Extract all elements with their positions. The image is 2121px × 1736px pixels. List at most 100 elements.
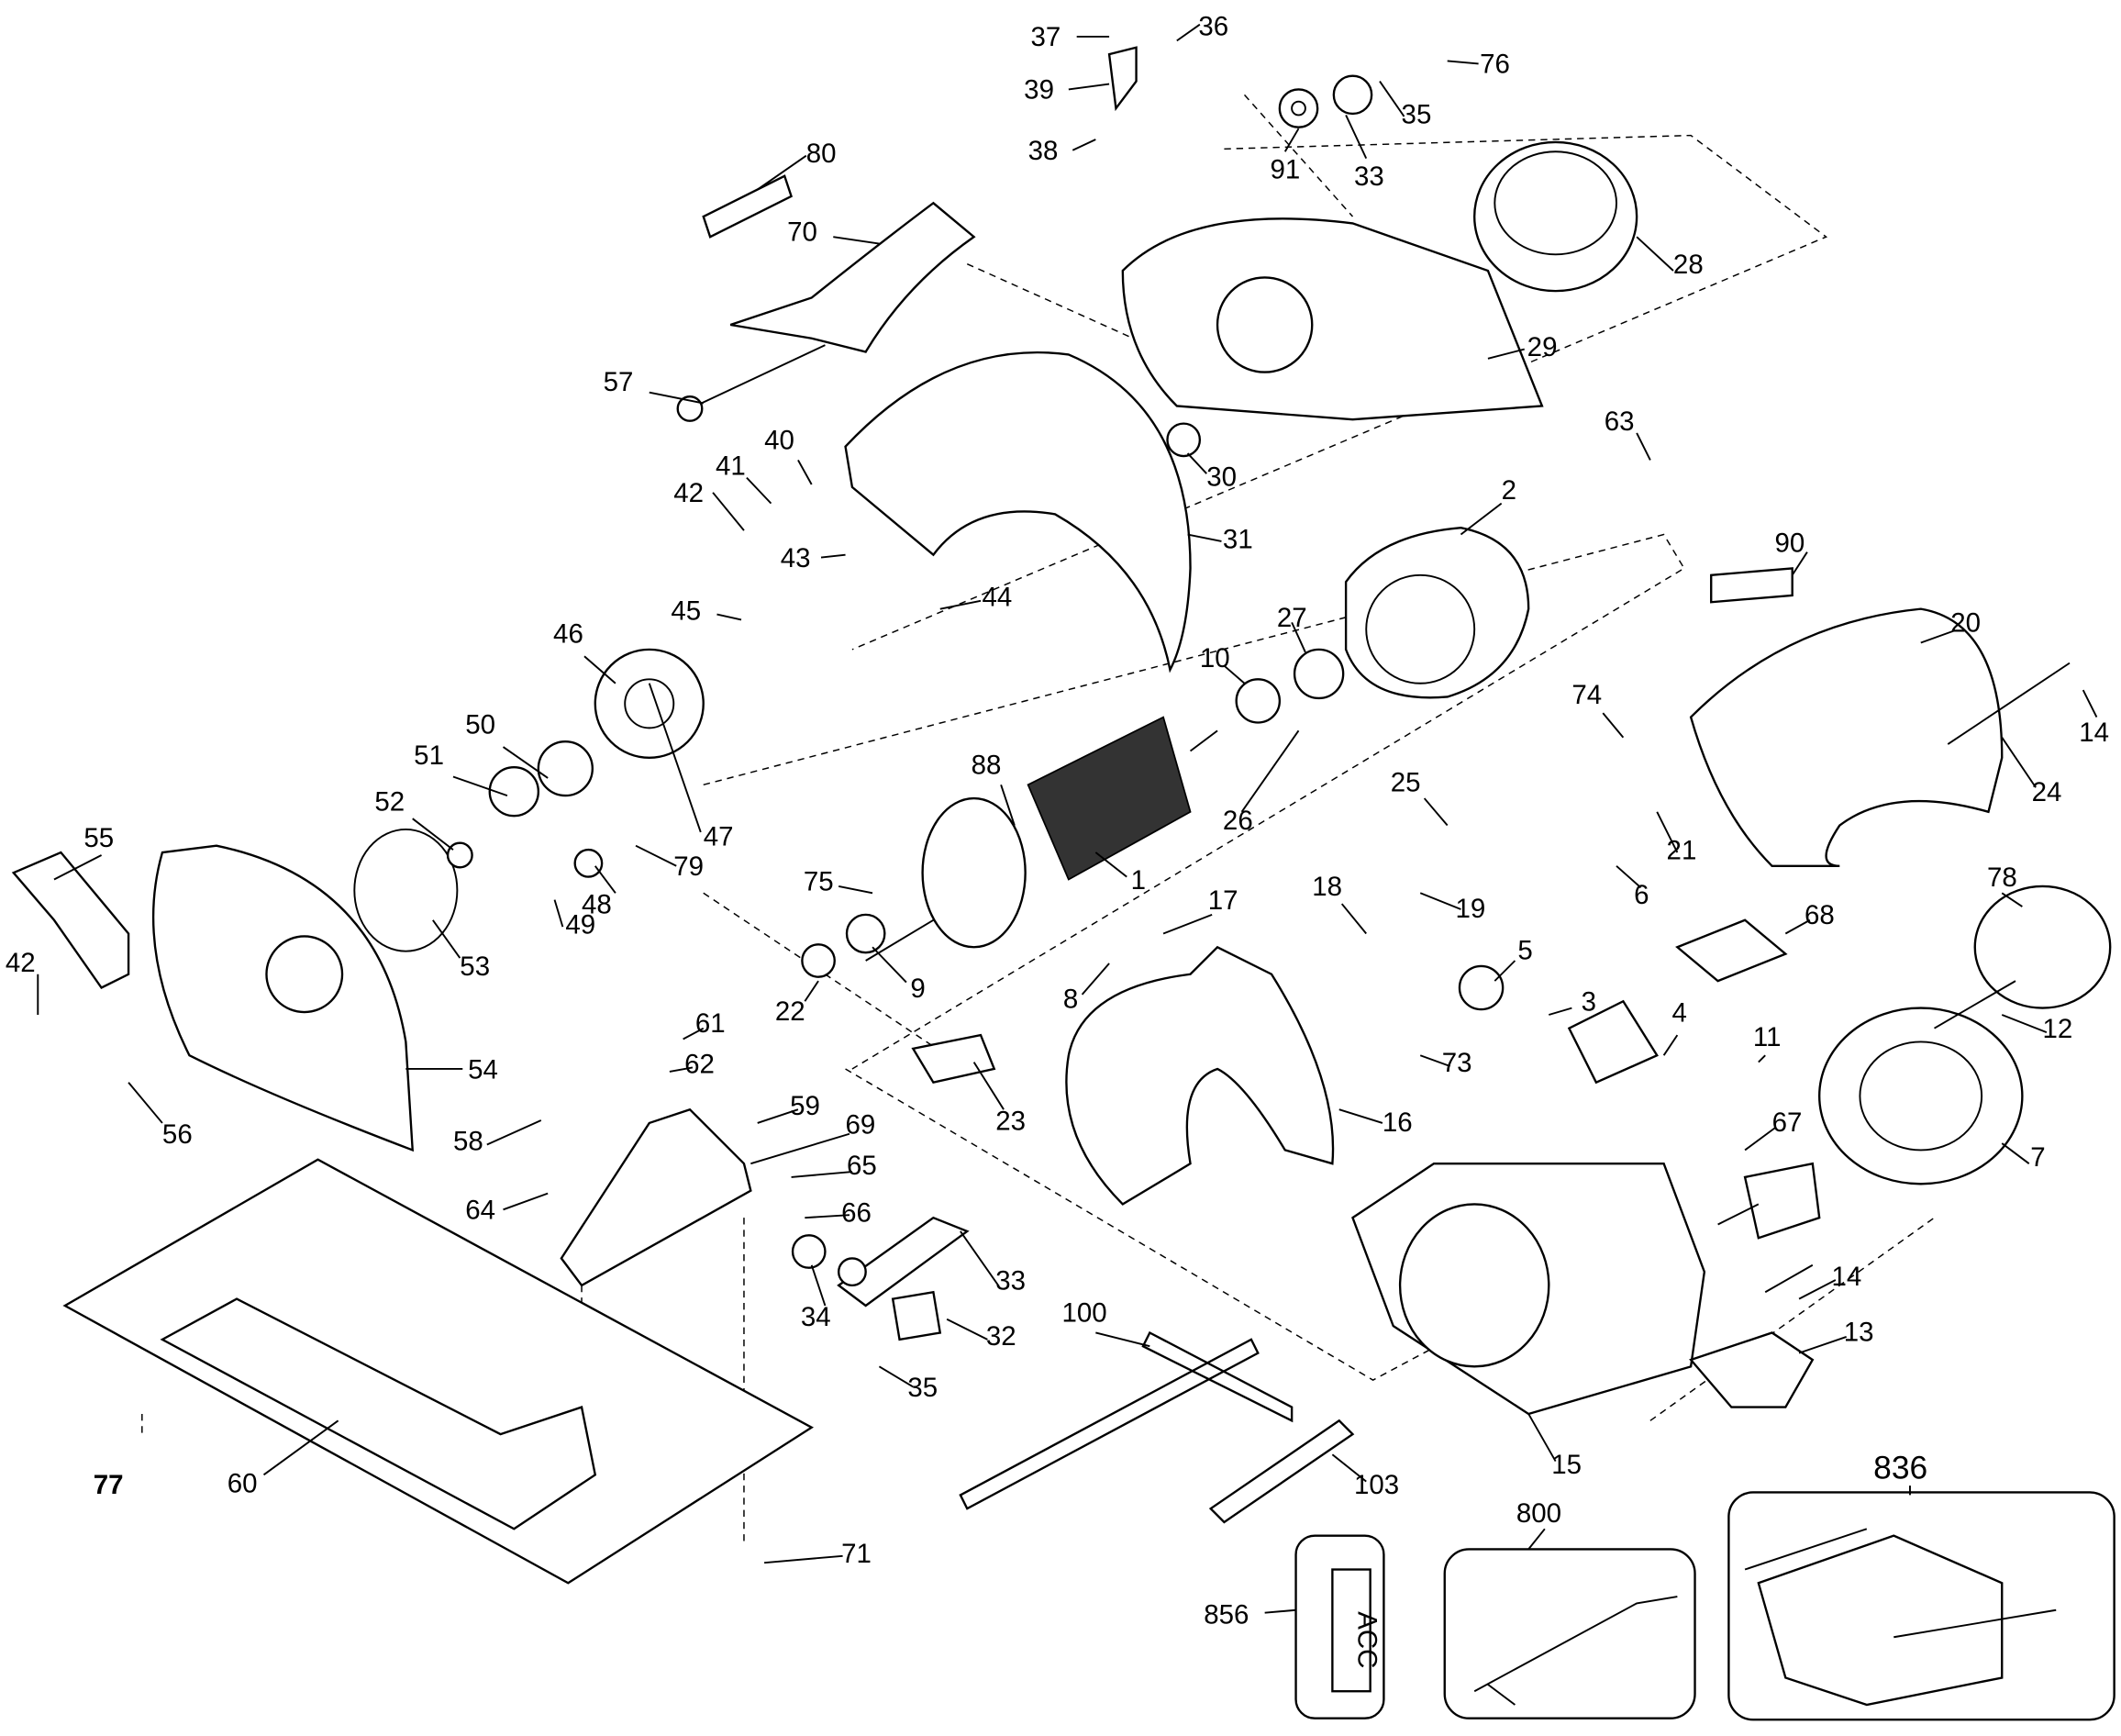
callout-33-bottom: 33 bbox=[995, 1265, 1026, 1296]
callout-53: 53 bbox=[460, 951, 490, 982]
callout-27: 27 bbox=[1277, 603, 1307, 633]
callout-7: 7 bbox=[2030, 1142, 2045, 1173]
leader-lines bbox=[37, 23, 2098, 1614]
callout-37: 37 bbox=[1031, 22, 1061, 52]
callout-35-top: 35 bbox=[1402, 99, 1432, 129]
part-rear-handle bbox=[1689, 607, 2004, 867]
callout-60: 60 bbox=[228, 1468, 258, 1498]
callout-3: 3 bbox=[1582, 987, 1596, 1018]
callout-44: 44 bbox=[982, 583, 1012, 613]
callout-22: 22 bbox=[775, 996, 805, 1027]
callout-78: 78 bbox=[1987, 862, 2017, 893]
callout-20: 20 bbox=[1950, 608, 1981, 639]
callout-80: 80 bbox=[806, 139, 837, 169]
callout-50: 50 bbox=[465, 709, 495, 740]
callout-16: 16 bbox=[1383, 1107, 1413, 1138]
part-field bbox=[1344, 526, 1530, 699]
callout-6: 6 bbox=[1634, 880, 1649, 910]
callout-55: 55 bbox=[83, 823, 114, 853]
callout-28: 28 bbox=[1673, 250, 1704, 280]
callout-88: 88 bbox=[972, 751, 1002, 781]
callout-11: 11 bbox=[1753, 1022, 1782, 1052]
callout-21: 21 bbox=[1667, 835, 1697, 865]
callout-74: 74 bbox=[1571, 680, 1602, 710]
callout-17: 17 bbox=[1208, 885, 1238, 916]
callout-13: 13 bbox=[1844, 1317, 1874, 1347]
callout-14-top: 14 bbox=[2079, 718, 2109, 748]
callout-70: 70 bbox=[787, 217, 817, 248]
callout-8: 8 bbox=[1063, 985, 1078, 1015]
callout-10: 10 bbox=[1200, 643, 1230, 673]
part-ring bbox=[1473, 140, 1638, 293]
callout-856: 856 bbox=[1204, 1600, 1249, 1630]
callout-46: 46 bbox=[553, 618, 583, 649]
callout-65: 65 bbox=[847, 1151, 877, 1181]
callout-800: 800 bbox=[1516, 1498, 1561, 1529]
callout-47: 47 bbox=[704, 822, 734, 852]
callout-66: 66 bbox=[841, 1198, 872, 1229]
part-small-components bbox=[353, 46, 2112, 1408]
kit-label-text: ACC bbox=[1351, 1611, 1382, 1668]
callout-34: 34 bbox=[801, 1302, 831, 1332]
callout-labels: 37 36 39 38 80 70 57 42 41 40 43 45 44 4… bbox=[6, 11, 2109, 1630]
callout-45: 45 bbox=[671, 595, 701, 626]
callout-71: 71 bbox=[841, 1539, 872, 1569]
callout-38: 38 bbox=[1028, 136, 1059, 166]
callout-4: 4 bbox=[1671, 997, 1686, 1028]
callout-54: 54 bbox=[468, 1054, 498, 1085]
callout-59: 59 bbox=[790, 1091, 820, 1121]
callout-18: 18 bbox=[1312, 872, 1342, 902]
callout-42: 42 bbox=[673, 478, 704, 508]
callout-42-left: 42 bbox=[6, 948, 36, 978]
callout-26: 26 bbox=[1223, 806, 1253, 836]
callout-836: 836 bbox=[1873, 1451, 1927, 1486]
callout-31: 31 bbox=[1223, 524, 1253, 554]
callout-91: 91 bbox=[1271, 155, 1301, 185]
part-wrench bbox=[1208, 1419, 1355, 1524]
part-lever bbox=[11, 851, 130, 990]
part-lever-lower bbox=[837, 1216, 970, 1308]
callout-33-top: 33 bbox=[1354, 161, 1384, 192]
callout-24: 24 bbox=[2032, 777, 2062, 807]
callout-49: 49 bbox=[565, 910, 595, 940]
callout-58: 58 bbox=[453, 1126, 483, 1156]
callout-63: 63 bbox=[1605, 406, 1635, 437]
callout-19: 19 bbox=[1456, 894, 1486, 924]
part-bevel-quadrant bbox=[560, 1107, 752, 1287]
callout-90: 90 bbox=[1775, 529, 1805, 559]
callout-12: 12 bbox=[2042, 1014, 2072, 1044]
callout-9: 9 bbox=[910, 974, 925, 1004]
callout-36: 36 bbox=[1198, 11, 1228, 41]
callout-73: 73 bbox=[1442, 1048, 1472, 1078]
callout-40: 40 bbox=[764, 426, 794, 456]
callout-100: 100 bbox=[1061, 1298, 1106, 1329]
callout-79: 79 bbox=[673, 851, 704, 882]
callout-57: 57 bbox=[604, 367, 634, 397]
callout-56: 56 bbox=[162, 1119, 193, 1150]
callout-35-bottom: 35 bbox=[907, 1373, 938, 1403]
callout-61: 61 bbox=[695, 1008, 726, 1039]
callout-25: 25 bbox=[1391, 768, 1421, 798]
part-motor-housing bbox=[1351, 1162, 1706, 1416]
callout-103: 103 bbox=[1354, 1470, 1399, 1500]
part-bevel-bracket bbox=[729, 201, 976, 353]
part-end-cap bbox=[1818, 1007, 2024, 1185]
callout-5: 5 bbox=[1517, 936, 1532, 966]
part-upper-guard bbox=[844, 351, 1192, 673]
callout-14-bottom: 14 bbox=[1831, 1262, 1861, 1292]
part-lower-guard bbox=[151, 844, 415, 1152]
callout-23: 23 bbox=[995, 1106, 1026, 1136]
callout-75: 75 bbox=[804, 866, 834, 896]
callout-64: 64 bbox=[465, 1196, 495, 1226]
callout-32: 32 bbox=[986, 1321, 1016, 1352]
callout-30: 30 bbox=[1206, 462, 1237, 492]
callout-67: 67 bbox=[1772, 1107, 1803, 1138]
callout-15: 15 bbox=[1551, 1450, 1582, 1480]
kit-800-box bbox=[1443, 1548, 1696, 1719]
part-rip-fence bbox=[959, 1330, 1294, 1510]
callout-68: 68 bbox=[1805, 900, 1835, 930]
callout-29: 29 bbox=[1527, 332, 1558, 362]
part-base-plate bbox=[62, 1158, 815, 1585]
